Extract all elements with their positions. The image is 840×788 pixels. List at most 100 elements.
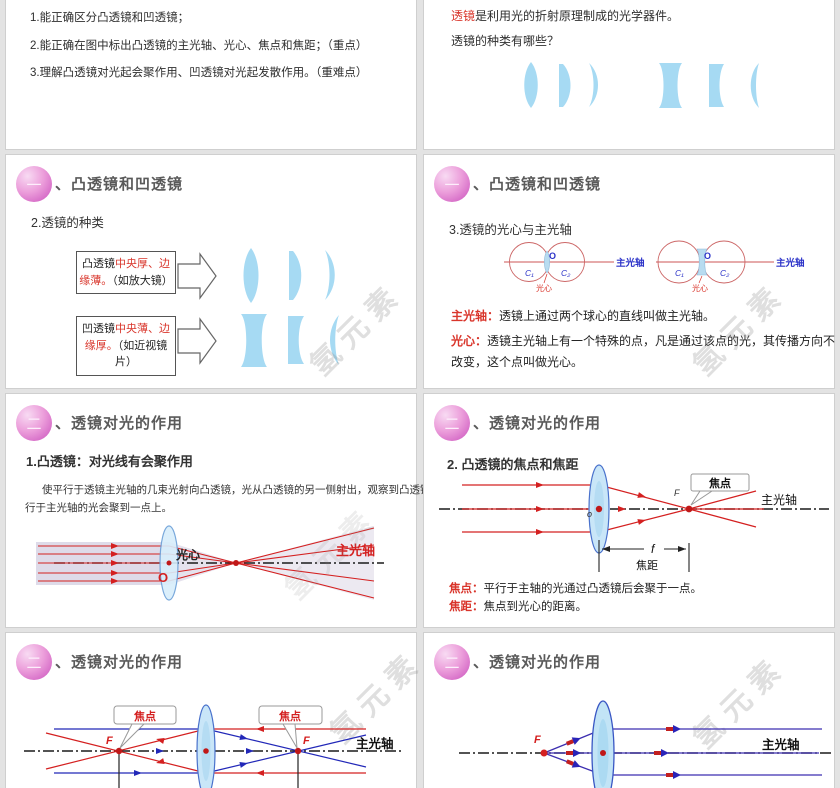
lens-shape-convex-meniscus: [589, 63, 598, 107]
ray-arrowheads: [536, 482, 646, 535]
intro-line: 透镜是利用光的折射原理制成的光学器件。: [451, 7, 679, 24]
box-text: （如放大镜）: [112, 274, 173, 287]
slide-subtitle: 2.透镜的种类: [31, 216, 104, 230]
ray-arrowheads: [111, 543, 119, 584]
section-number-badge: 二: [434, 405, 470, 441]
definition-term: 焦点：: [449, 583, 484, 595]
pointer-line: [698, 275, 703, 284]
objective-line: 1.能正确区分凸透镜和凹透镜；: [30, 12, 190, 24]
principal-axis-label: 主光轴: [776, 257, 805, 269]
definition-center-line1: 光心：透镜主光轴上有一个特殊的点，凡是通过该点的光，其传播方向不: [451, 332, 835, 349]
section-number: 一: [444, 176, 460, 194]
focal-point-dot: [540, 749, 548, 757]
section-number-badge: 二: [434, 644, 470, 680]
slide-thumbnail-6[interactable]: 二 、透镜对光的作用 2. 凸透镜的焦点和焦距 o: [423, 393, 835, 628]
block-arrow-icon: [177, 252, 217, 300]
optical-center-o-label: O: [158, 570, 168, 585]
lens-shape-biconvex: [544, 250, 550, 274]
refracted-ray-bundle: [168, 527, 375, 599]
double-arrow-markers: [565, 725, 681, 779]
paragraph-line: 行于主光轴的光会聚到一点上。: [25, 502, 172, 514]
convex-lens-shapes: [243, 248, 335, 303]
concave-optical-center-diagram: C₁ O C₂ 主光轴 光心: [656, 240, 805, 293]
point-source-diagram: F 主光轴: [459, 700, 832, 788]
callout-label: 焦点: [708, 476, 731, 490]
box-text-red: 中央厚、边缘薄。: [79, 258, 170, 287]
section-number-badge: 一: [16, 166, 52, 202]
convex-description-box: 凸透镜中央厚、边缘薄。（如放大镜）: [76, 251, 176, 294]
section-number: 二: [26, 415, 42, 433]
slide-thumbnail-3[interactable]: 一 、凸透镜和凹透镜 2.透镜的种类 凸透镜中央厚、边缘薄。（如放大镜） 凹透镜…: [5, 154, 417, 389]
section-number: 二: [444, 415, 460, 433]
definition-term: 主光轴：: [451, 309, 500, 323]
definition-axis: 主光轴：透镜上通过两个球心的直线叫做主光轴。: [451, 307, 715, 324]
focal-point-f-label: F: [674, 488, 680, 498]
definition-center-line2: 改变，这个点叫做光心。: [451, 355, 584, 369]
focal-length-f-label: f: [651, 542, 656, 556]
callout-pointer: [119, 723, 146, 749]
focal-point-dot-left: [115, 747, 123, 755]
optical-center-label: 光心: [692, 283, 708, 293]
focal-point-f-label: F: [534, 734, 541, 746]
optical-center-o-label: O: [549, 251, 556, 261]
principal-axis-label: 主光轴: [761, 492, 797, 507]
question-line: 透镜的种类有哪些？: [451, 34, 560, 48]
center-c1-label: C₁: [675, 268, 684, 278]
convex-optical-center-diagram: C₁ O C₂ 主光轴 光心: [504, 242, 645, 293]
center-c1-label: C₁: [525, 268, 534, 278]
slide-thumbnail-7[interactable]: 二 、透镜对光的作用 氢元素: [5, 632, 430, 788]
box-text: 凸透镜: [82, 258, 115, 270]
section-number-badge: 二: [16, 644, 52, 680]
optical-center-label: 光心: [536, 283, 552, 293]
lens-shape-biconvex: [524, 62, 538, 108]
slide-thumbnail-4[interactable]: 一 、凸透镜和凹透镜 3.透镜的光心与主光轴 C₁ O C₂ 主光轴 光心 C₁…: [423, 154, 835, 389]
lens-shape-plano-convex: [289, 251, 302, 300]
lens-shape-plano-convex: [559, 64, 571, 107]
optical-center-label: 光心: [175, 547, 200, 562]
focal-point-dot: [685, 505, 693, 513]
slide-title: 、透镜对光的作用: [473, 654, 602, 671]
slide-thumbnail-5[interactable]: 二 、透镜对光的作用 1.凸透镜：对光线有会聚作用 使平行于透镜主光轴的几束光射…: [5, 393, 462, 628]
definition-text: 平行于主轴的光通过凸透镜后会聚于一点。: [483, 583, 703, 595]
lens-shape-convex-meniscus: [325, 250, 335, 300]
focal-point-f-label-left: F: [106, 735, 113, 747]
definition-focal-length: 焦距：焦点到光心的距离。: [449, 598, 587, 614]
principal-axis-label: 主光轴: [762, 737, 800, 752]
lens-shape-plano-concave: [709, 64, 724, 107]
section-number-badge: 二: [16, 405, 52, 441]
slide-subtitle: 1.凸透镜：对光线有会聚作用: [26, 454, 193, 469]
objective-line: 2.能正确在图中标出凸透镜的主光轴、光心、焦点和焦距；（重点）: [30, 40, 368, 52]
box-text: 凹透镜: [82, 323, 115, 335]
optical-center-dot: [600, 750, 606, 756]
lens-shape-concave-meniscus: [330, 315, 339, 365]
slide-thumbnail-8[interactable]: 二 、透镜对光的作用 氢元素 F 主光轴: [423, 632, 835, 788]
box-text-red: 中央薄、边缘厚。: [84, 323, 170, 352]
paragraph-line: 使平行于透镜主光轴的几束光射向凸透镜，光从凸透镜的另一侧射出，观察到凸透镜能使平: [42, 484, 462, 496]
callout-label-left: 焦点: [133, 709, 156, 723]
callout-box-left: [113, 705, 177, 725]
section-number-badge: 一: [434, 166, 470, 202]
definition-term: 焦距：: [449, 601, 484, 613]
slide-thumbnail-1[interactable]: 1.能正确区分凸透镜和凹透镜； 2.能正确在图中标出凸透镜的主光轴、光心、焦点和…: [5, 0, 417, 150]
objective-line: 3.理解凸透镜对光起会聚作用、凹透镜对光起发散作用。（重难点）: [30, 67, 368, 79]
definition-text: 透镜主光轴上有一个特殊的点，凡是通过该点的光，其传播方向不: [487, 334, 836, 348]
callout-pointer: [690, 490, 714, 506]
focal-point-diagram: o F 焦点 主光轴 f 焦距: [439, 464, 829, 572]
slide-title: 、凸透镜和凹透镜: [473, 176, 602, 193]
center-c2-label: C₂: [561, 268, 571, 278]
concave-lens-shapes: [241, 314, 339, 367]
lens-types-illustration: [524, 62, 759, 108]
focal-point-dot: [233, 560, 239, 566]
concave-description-box: 凹透镜中央薄、边缘厚。（如近视镜片）: [76, 316, 176, 376]
ray-bundle: [543, 728, 822, 776]
slide-title: 、透镜对光的作用: [55, 415, 184, 432]
definition-focus: 焦点：平行于主轴的光通过凸透镜后会聚于一点。: [449, 580, 702, 596]
lens-shape-biconcave: [241, 314, 267, 367]
slide-thumbnail-2[interactable]: 透镜是利用光的折射原理制成的光学器件。 透镜的种类有哪些？: [423, 0, 835, 150]
measure-arrow-left: [602, 546, 610, 552]
section-number: 二: [26, 654, 42, 672]
keyword-lens: 透镜: [451, 9, 476, 23]
measure-arrow-right: [678, 546, 686, 552]
focal-distance-label: 焦距: [636, 559, 658, 572]
